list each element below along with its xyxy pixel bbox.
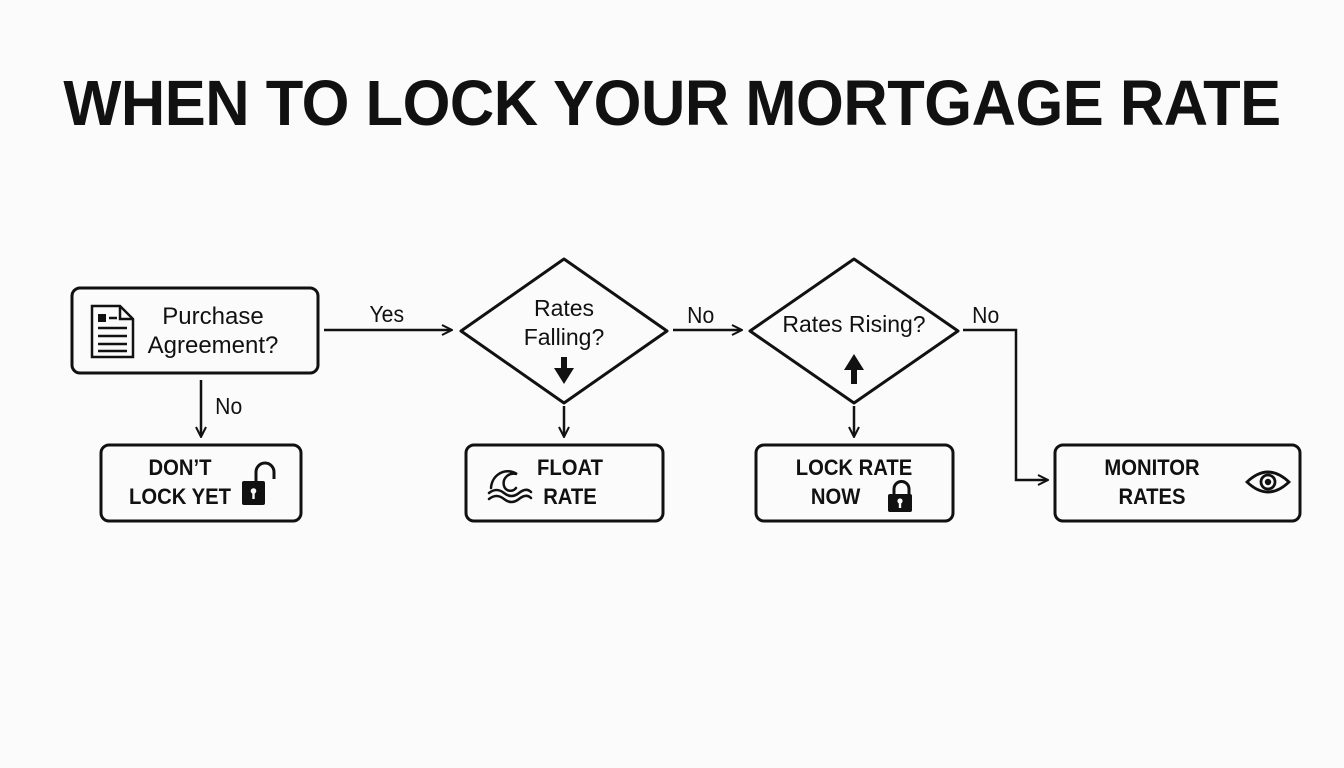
float-line1: FLOAT — [537, 455, 603, 480]
arrow-up-icon — [844, 354, 864, 384]
float-rate-label: FLOAT RATE — [529, 453, 612, 511]
dont-lock-line1: DON’T — [148, 455, 212, 480]
lock-rate-now-label: LOCK RATE NOW — [790, 453, 919, 511]
monitor-rates-label: MONITOR RATES — [1097, 453, 1207, 511]
rates-rising-diamond — [748, 257, 960, 405]
float-line2: RATE — [543, 484, 597, 509]
rates-rising-label: Rates Rising? — [769, 310, 939, 339]
diagram-title: WHEN TO LOCK YOUR MORTGAGE RATE — [63, 67, 1281, 139]
purchase-agreement-label: Purchase Agreement? — [142, 302, 284, 360]
monitor-rates-box — [1053, 443, 1302, 523]
monitor-line2: RATES — [1118, 484, 1186, 509]
float-rate-box — [464, 443, 665, 523]
falling-line2: Falling? — [523, 324, 605, 350]
lock-now-line1: LOCK RATE — [795, 455, 913, 480]
edge-label-no-purchase: No — [215, 393, 243, 419]
wave-icon — [487, 470, 533, 504]
purchase-line1: Purchase — [162, 303, 264, 330]
arrow-down-icon — [554, 357, 574, 384]
unlocked-padlock-icon — [242, 461, 276, 505]
rates-falling-diamond — [459, 257, 669, 405]
edge-rising-to-monitor — [963, 328, 1047, 480]
eye-icon — [1244, 470, 1292, 494]
lock-now-line2: NOW — [810, 484, 861, 509]
falling-line1: Rates — [533, 295, 595, 321]
dont-lock-label: DON’T LOCK YET — [125, 453, 235, 511]
edge-label-no-rising: No — [972, 302, 1000, 328]
lock-rate-now-box — [754, 443, 955, 523]
document-icon — [90, 304, 135, 359]
edge-label-no-falling: No — [687, 302, 715, 328]
purchase-line2: Agreement? — [147, 332, 279, 359]
locked-padlock-icon — [888, 480, 912, 512]
rising-line1: Rates Rising? — [782, 311, 926, 337]
dont-lock-line2: LOCK YET — [129, 484, 231, 509]
rates-falling-label: Rates Falling? — [494, 294, 634, 352]
edge-label-yes: Yes — [369, 301, 405, 327]
purchase-agreement-box — [70, 286, 320, 375]
dont-lock-box — [99, 443, 303, 523]
monitor-line1: MONITOR — [1104, 455, 1200, 480]
